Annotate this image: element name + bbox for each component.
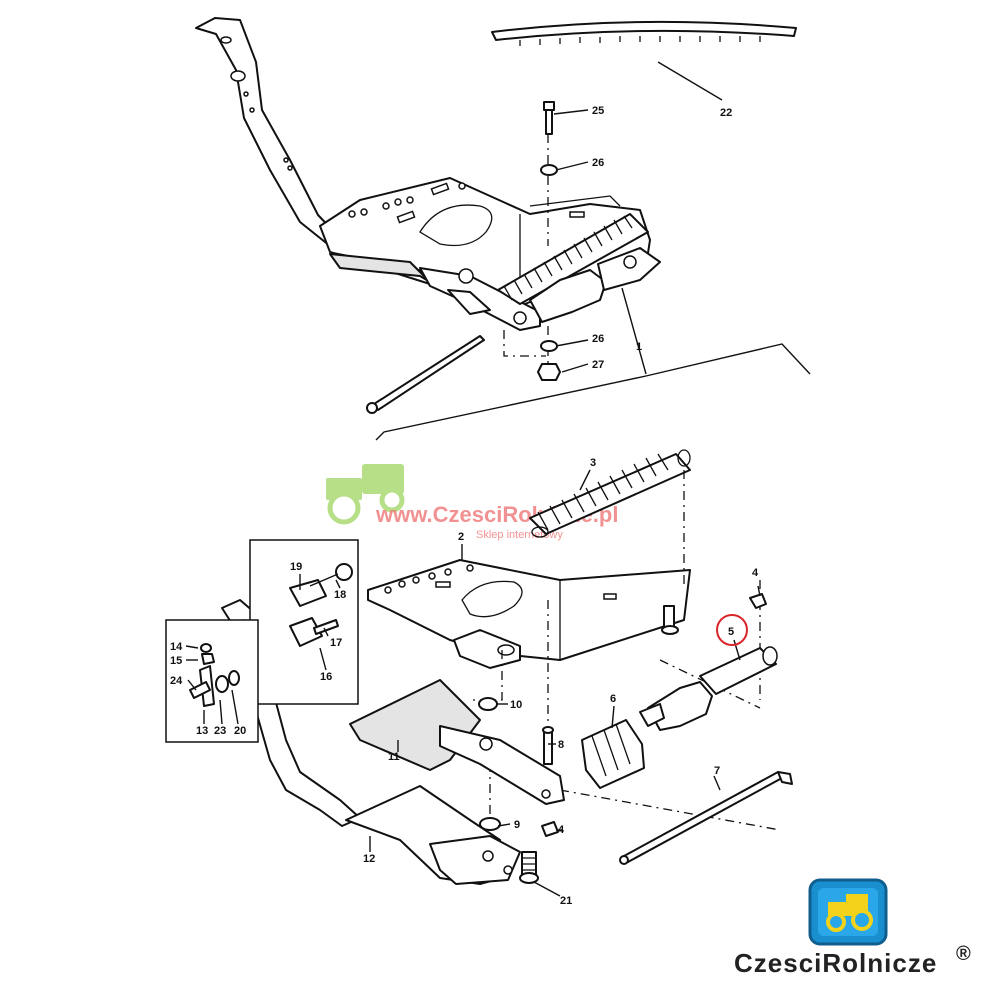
callout-4-top: 4 bbox=[752, 567, 759, 579]
callout-1: 1 bbox=[636, 341, 642, 353]
clip-10 bbox=[478, 697, 498, 711]
callout-4-bottom: 4 bbox=[558, 824, 565, 836]
inset-box-13-24 bbox=[165, 619, 259, 743]
callout-9: 9 bbox=[514, 819, 520, 831]
callout-22: 22 bbox=[720, 107, 732, 119]
seat-suspension-assembly bbox=[195, 17, 661, 414]
callout-25: 25 bbox=[592, 105, 604, 117]
callout-7: 7 bbox=[714, 765, 720, 777]
damper-5 bbox=[639, 646, 778, 731]
highlight-circle-part-5 bbox=[716, 614, 748, 646]
callout-17: 17 bbox=[330, 637, 342, 649]
brand-name: CzesciRolnicze bbox=[734, 948, 937, 978]
callout-18: 18 bbox=[334, 589, 346, 601]
scale-strip-22 bbox=[491, 20, 797, 46]
callout-20: 20 bbox=[234, 725, 246, 737]
rod-7 bbox=[619, 771, 793, 865]
tractor-icon bbox=[326, 464, 405, 525]
washer-26-bottom bbox=[540, 340, 558, 352]
callout-19: 19 bbox=[290, 561, 302, 573]
callout-16: 16 bbox=[320, 671, 332, 683]
callout-labels: 1 2 3 4 4 5 6 7 8 9 10 11 12 13 14 15 16… bbox=[170, 105, 759, 907]
callout-26-bottom: 26 bbox=[592, 333, 604, 345]
callout-23: 23 bbox=[214, 725, 226, 737]
callout-27: 27 bbox=[592, 359, 604, 371]
clip-4-top bbox=[749, 593, 767, 609]
clip-4-bottom bbox=[541, 821, 559, 837]
nut-27 bbox=[537, 363, 561, 381]
callout-14: 14 bbox=[170, 641, 183, 653]
bumper-6 bbox=[581, 719, 645, 789]
callout-3: 3 bbox=[590, 457, 596, 469]
washer-9 bbox=[479, 817, 501, 831]
pin-8 bbox=[542, 726, 554, 765]
brand-logo: CzesciRolnicze ® bbox=[734, 878, 971, 978]
spring-3 bbox=[529, 449, 691, 538]
callout-24: 24 bbox=[170, 675, 183, 687]
callout-12: 12 bbox=[363, 853, 375, 865]
tractor-logo-icon bbox=[808, 878, 888, 946]
callout-5: 5 bbox=[728, 626, 734, 638]
bracket-11 bbox=[349, 679, 481, 771]
callout-15: 15 bbox=[170, 655, 182, 667]
washer-26-top bbox=[540, 164, 558, 176]
watermark-subtitle: Sklep internetowy bbox=[476, 529, 563, 541]
callout-21: 21 bbox=[560, 895, 572, 907]
inset-box-16-19 bbox=[249, 539, 359, 705]
callout-8: 8 bbox=[558, 739, 564, 751]
brand-registered-mark: ® bbox=[956, 943, 971, 965]
spring-top bbox=[497, 213, 649, 305]
callout-13: 13 bbox=[196, 725, 208, 737]
callout-26-top: 26 bbox=[592, 157, 604, 169]
callout-11: 11 bbox=[388, 751, 400, 763]
leader-lines bbox=[185, 61, 761, 897]
top-plate-2 bbox=[367, 559, 691, 669]
bolt-21 bbox=[519, 851, 539, 884]
bolt-25 bbox=[543, 101, 555, 135]
callout-6: 6 bbox=[610, 693, 616, 705]
callout-2: 2 bbox=[458, 531, 464, 543]
link-plate bbox=[439, 725, 565, 805]
callout-10: 10 bbox=[510, 699, 522, 711]
